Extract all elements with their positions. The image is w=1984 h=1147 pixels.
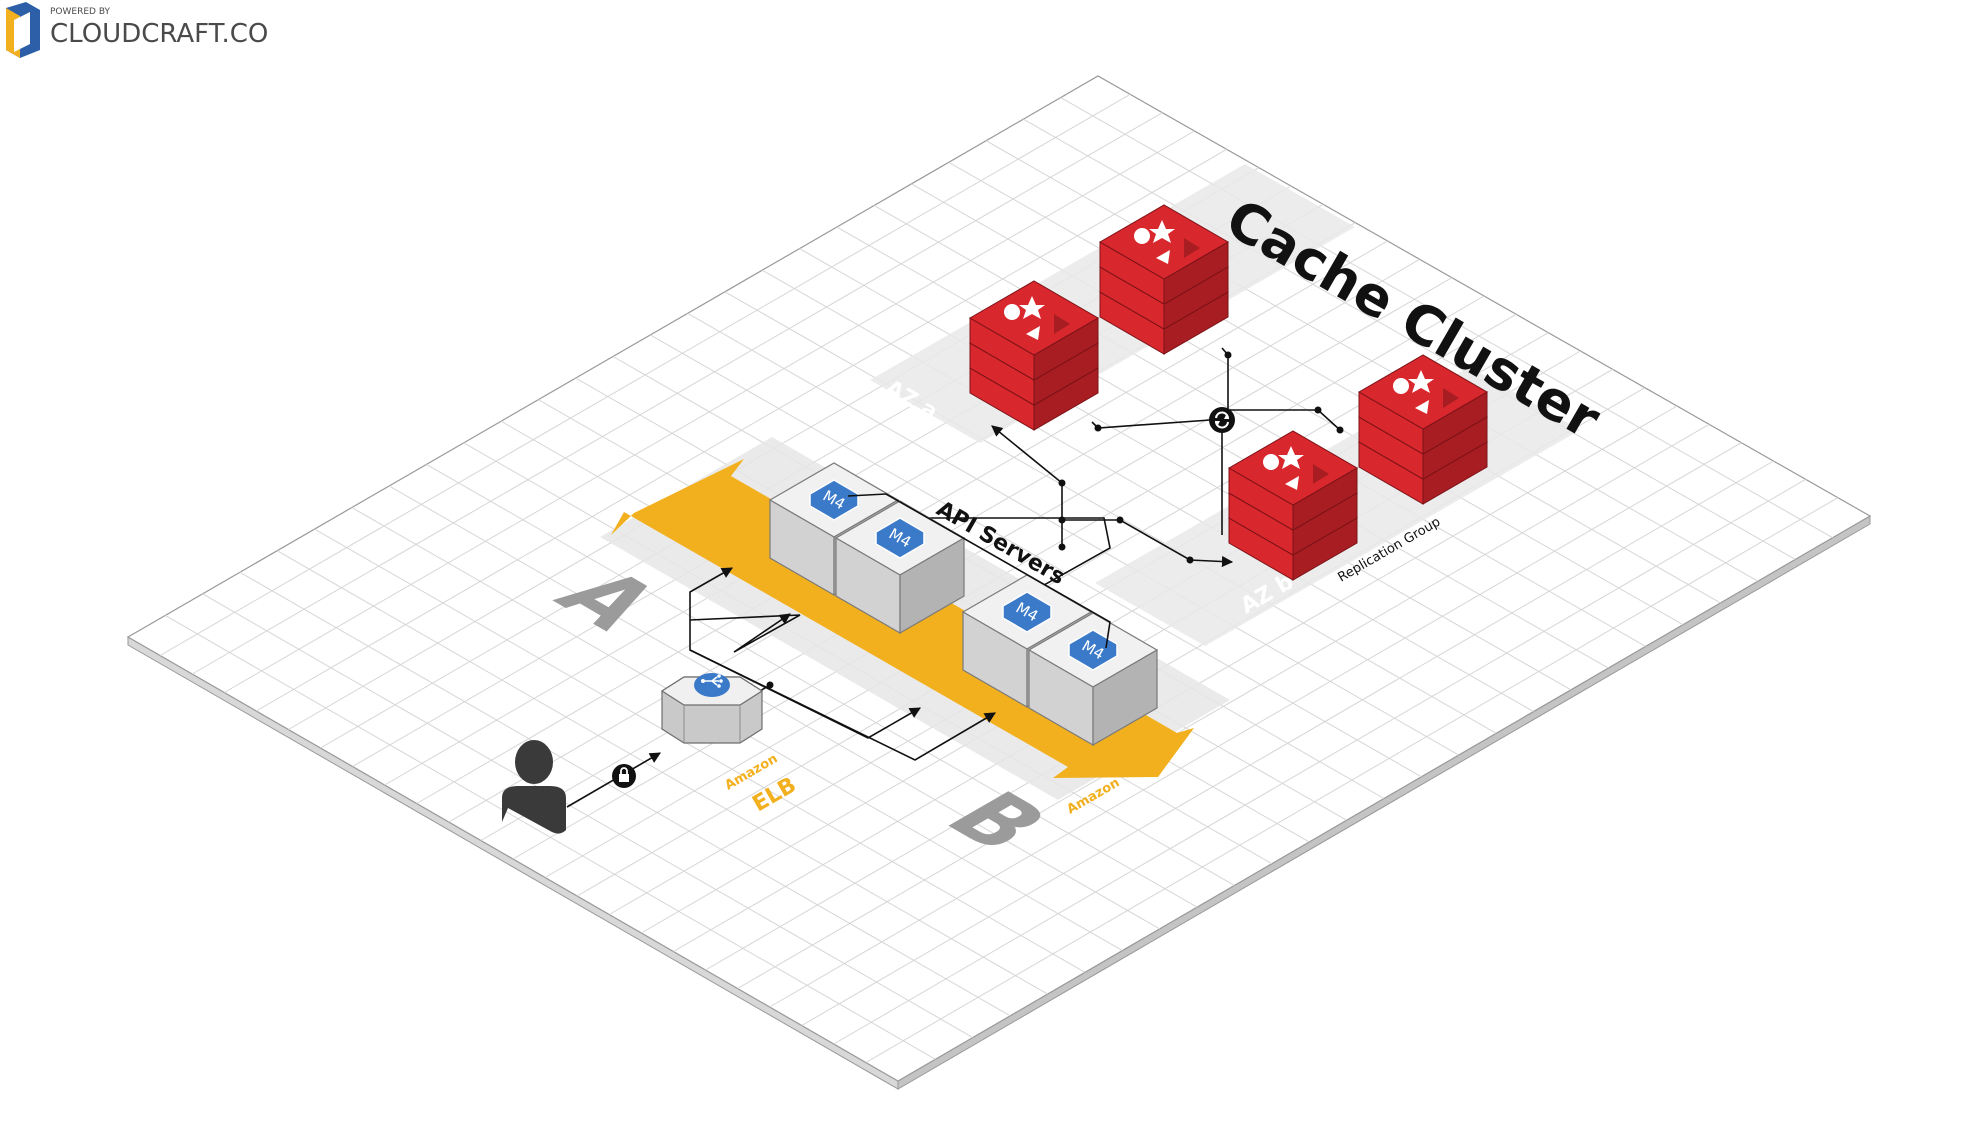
api-servers-bracket [847, 493, 1111, 649]
instance-type-badge: M4 [809, 479, 859, 521]
ec2-instance-4: M4 [1027, 612, 1159, 747]
connection-dots [766, 351, 1344, 689]
redis-node-1 [1099, 204, 1229, 355]
elb-node [660, 673, 764, 744]
sync-icon [1209, 407, 1235, 433]
brand-label: CLOUDCRAFT.CO [50, 19, 268, 49]
redis-node-4 [1228, 430, 1358, 581]
elb-icon [694, 673, 730, 697]
lock-icon [612, 764, 636, 788]
redis-nodes [969, 204, 1488, 581]
instance-type-badge: M4 [1002, 591, 1052, 633]
redis-node-2 [969, 280, 1099, 431]
redis-node-3 [1358, 354, 1488, 505]
instance-type-badge: M4 [1068, 629, 1118, 671]
user-icon [502, 740, 566, 834]
powered-by-label: POWERED BY [50, 7, 111, 17]
cloudcraft-logo-icon [6, 2, 40, 58]
instance-type-badge: M4 [875, 517, 925, 559]
cloudcraft-watermark: POWERED BY CLOUDCRAFT.CO [6, 2, 268, 58]
